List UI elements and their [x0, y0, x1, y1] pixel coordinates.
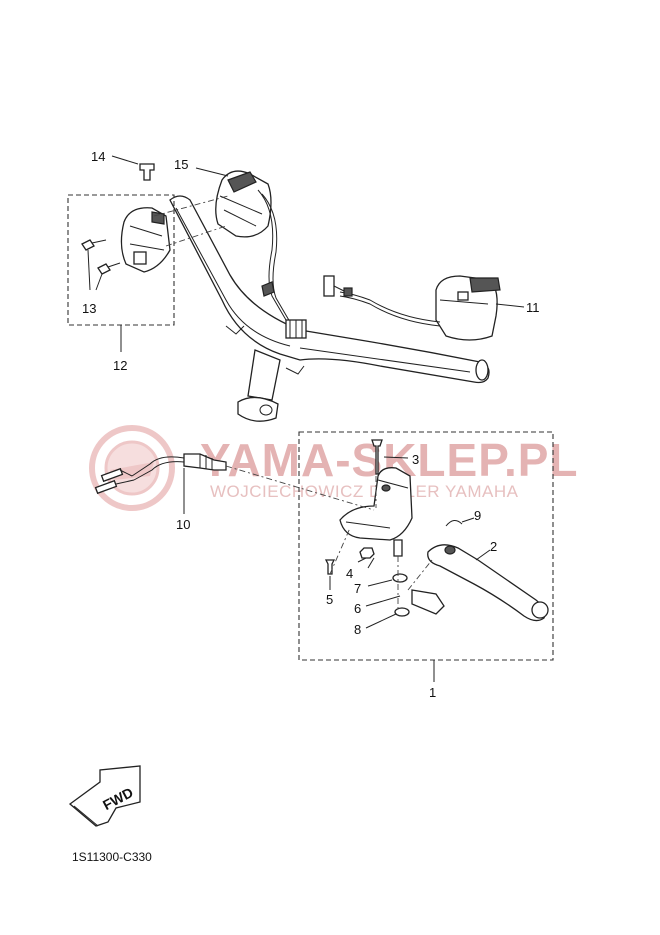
callout-15: 15	[174, 157, 188, 172]
diagram-code: 1S11300-C330	[72, 850, 152, 864]
lever-bracket	[339, 467, 413, 557]
callout-6: 6	[354, 601, 361, 616]
group-box-1	[298, 431, 554, 661]
watermark-logo-icon	[89, 425, 175, 511]
lever-2	[427, 544, 549, 622]
watermark: YAMA-SKLEP.PL WOJCIECHOWICZ DEALER YAMAH…	[89, 425, 578, 511]
callout-4: 4	[346, 566, 353, 581]
assembly-lines	[153, 195, 433, 612]
watermark-tagline: WOJCIECHOWICZ DEALER YAMAHA	[210, 482, 519, 501]
right-switch-assembly	[323, 275, 501, 341]
part-14-bolt	[111, 155, 155, 181]
fwd-arrow-icon: FWD	[68, 765, 141, 827]
callout-13: 13	[82, 301, 96, 316]
leader-lines	[195, 167, 525, 569]
callout-12: 12	[113, 358, 127, 373]
callout-labels: 1 2 3 4 5 6 7 8 9 10 11 12 13 14 15	[82, 149, 540, 700]
callout-11: 11	[526, 300, 540, 315]
callout-5: 5	[326, 592, 333, 607]
callout-1: 1	[429, 685, 436, 700]
left-switch-assembly	[215, 170, 307, 339]
small-parts	[324, 439, 475, 629]
screws-13	[81, 239, 121, 291]
handlebar	[169, 195, 490, 422]
callout-7: 7	[354, 581, 361, 596]
callout-9: 9	[474, 508, 481, 523]
part-10-sensor	[94, 453, 227, 514]
callout-2: 2	[490, 539, 497, 554]
callout-14: 14	[91, 149, 105, 164]
callout-8: 8	[354, 622, 361, 637]
callout-3: 3	[412, 452, 419, 467]
callout-10: 10	[176, 517, 190, 532]
left-housing	[120, 207, 171, 273]
